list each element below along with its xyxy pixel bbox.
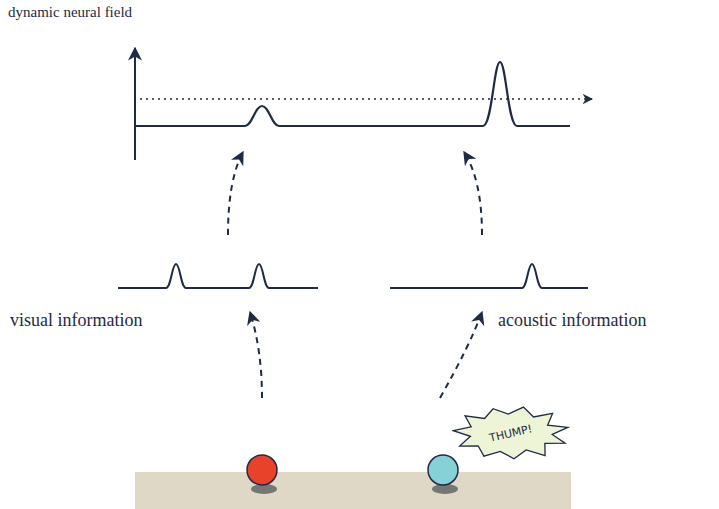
label: acoustic information <box>498 311 646 331</box>
burst-shape <box>453 407 568 459</box>
ground <box>135 472 571 509</box>
sound-burst: THUMP! <box>452 404 570 462</box>
visual-input-curve <box>118 264 318 288</box>
dashed-arrow <box>228 152 243 235</box>
red-ball <box>247 455 277 485</box>
acoustic-input-curve <box>390 264 588 288</box>
dashed-arrow <box>250 312 262 398</box>
cyan-ball <box>428 455 458 485</box>
dashed-arrow <box>464 152 482 235</box>
label: dynamic neural field <box>8 4 132 21</box>
label: visual information <box>10 311 142 331</box>
y-axis <box>134 48 136 160</box>
dashed-arrow <box>440 312 482 398</box>
threshold-line <box>140 98 592 100</box>
field-activation <box>135 62 570 126</box>
